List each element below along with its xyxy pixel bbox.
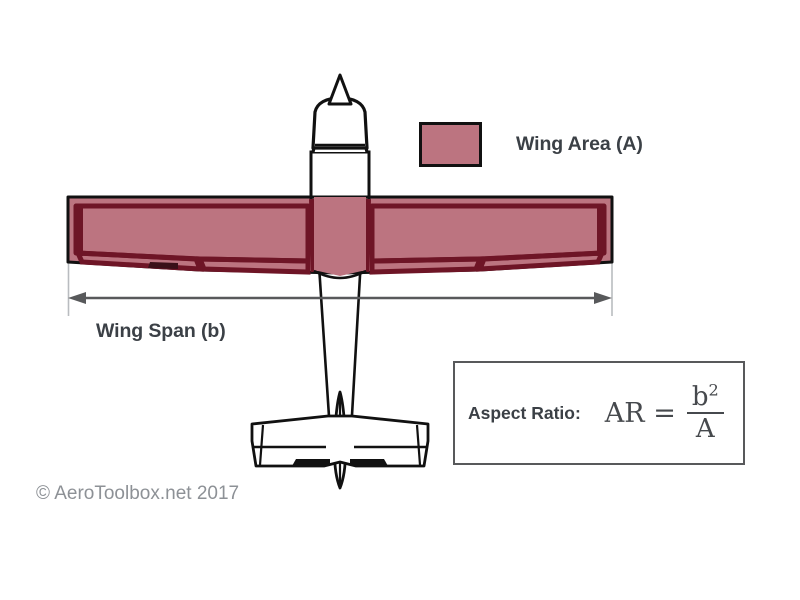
fraction-bar	[686, 412, 724, 414]
formula-fraction: b2 A	[686, 382, 724, 444]
control-surfaces	[74, 250, 606, 275]
formula-left-hand-side: AR =	[604, 397, 676, 429]
wing-tip-caps	[77, 205, 603, 256]
fraction-denominator: A	[695, 414, 715, 444]
aileron-tab	[148, 262, 178, 269]
wing-root-lines	[309, 198, 371, 273]
numerator-base: b	[691, 382, 709, 412]
formula-caption: Aspect Ratio:	[468, 402, 581, 423]
copyright-notice: © AeroToolbox.net 2017	[36, 483, 240, 504]
numerator-exponent: 2	[708, 380, 719, 400]
wing-area-swatch	[419, 122, 482, 167]
fraction-numerator: b2	[687, 382, 724, 412]
spinner	[327, 73, 353, 106]
wing-span-arrow	[68, 292, 612, 304]
fuselage-center	[309, 197, 371, 280]
legend: Wing Area (A)	[419, 122, 643, 167]
legend-label: Wing Area (A)	[516, 133, 643, 155]
horizontal-stabilizer	[250, 414, 430, 468]
wing-span-label: Wing Span (b)	[96, 320, 226, 342]
formula-expression: AR = b2 A	[604, 382, 724, 444]
aspect-ratio-formula-box: Aspect Ratio: AR = b2 A	[453, 361, 745, 465]
